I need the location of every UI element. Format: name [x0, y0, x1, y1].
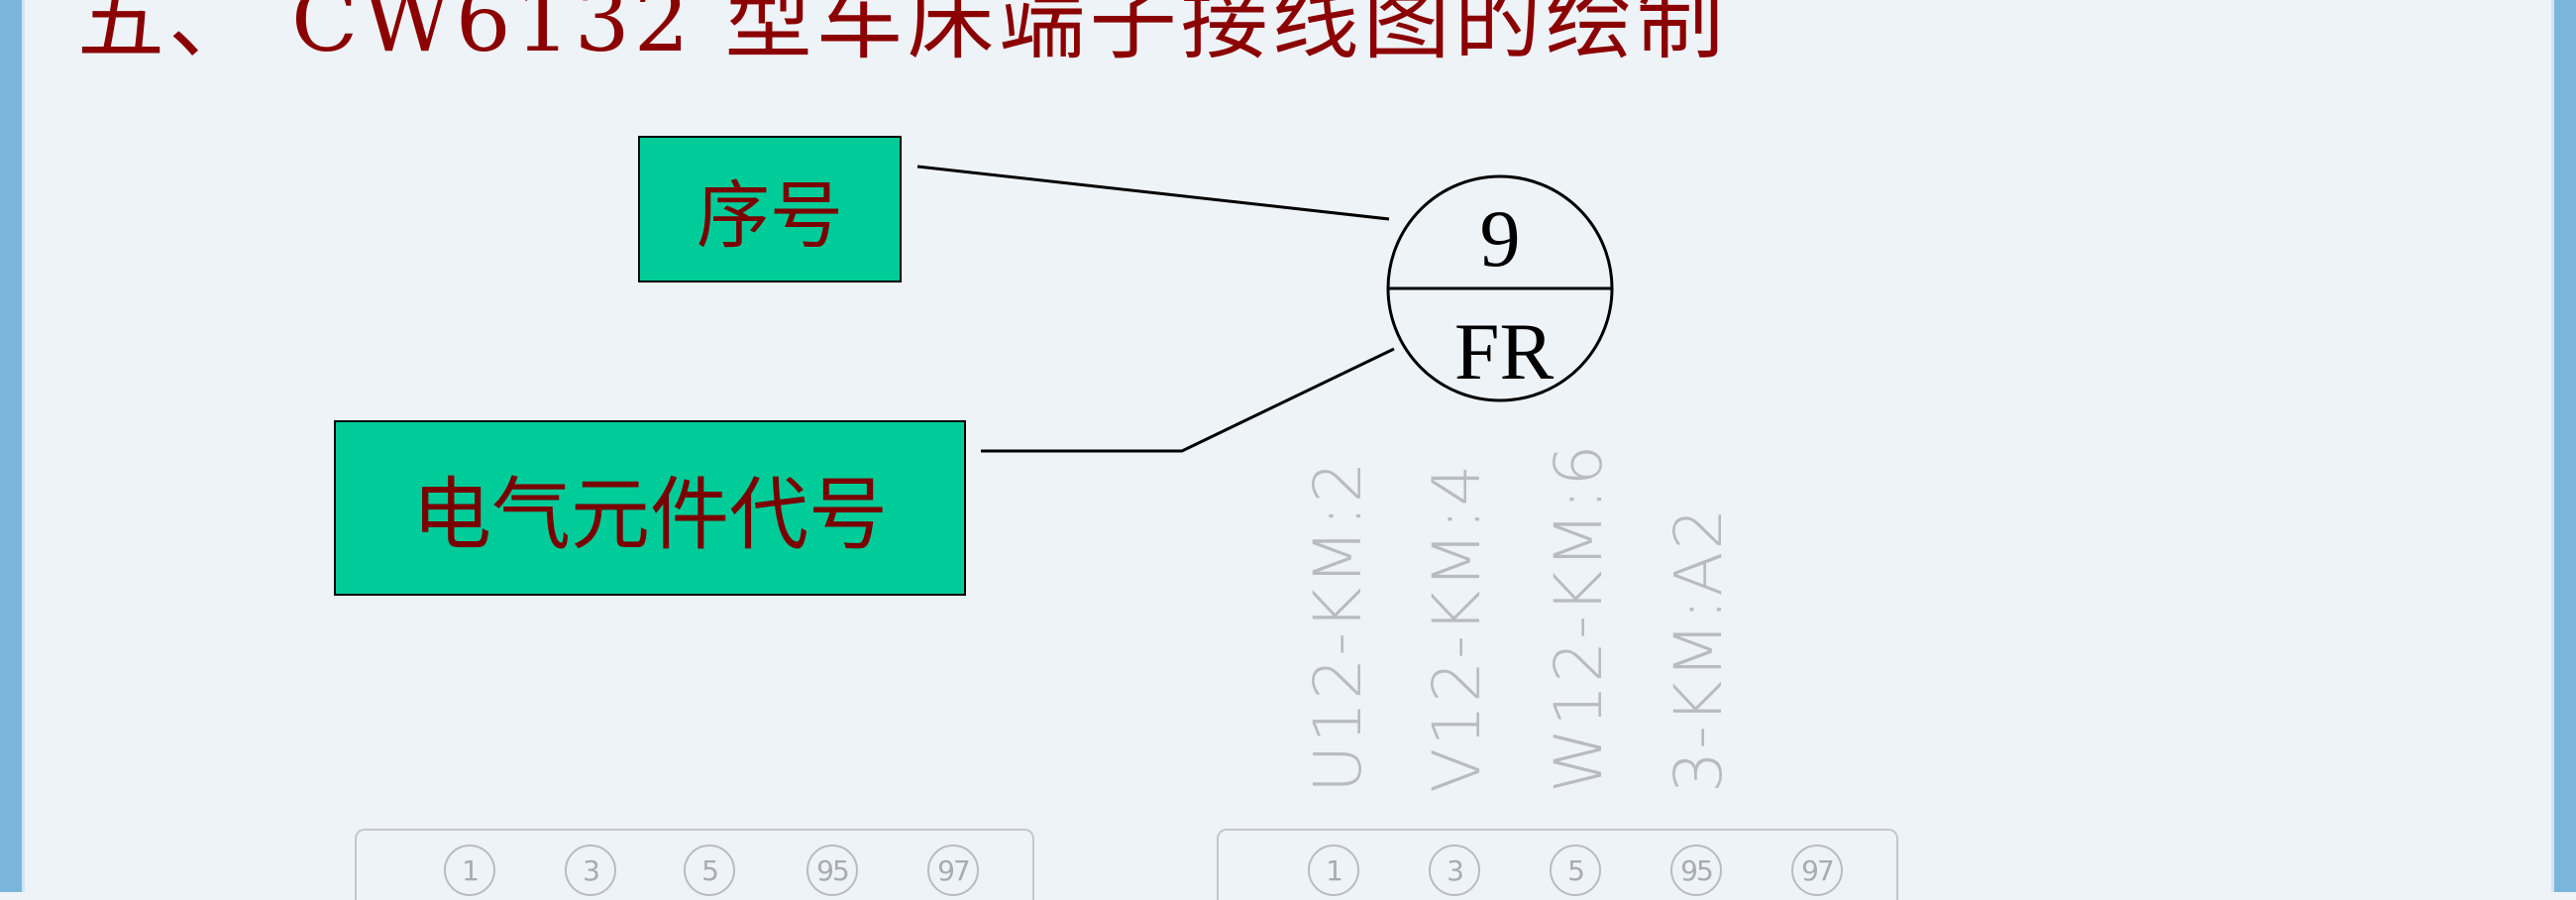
wire-label-w12: W12-KM:6: [1541, 442, 1617, 793]
terminal-strip-left: 1 3 5 95 97: [355, 829, 1034, 900]
slide-frame-left-inner: [22, 0, 25, 892]
callout-component-code: 电气元件代号: [334, 420, 966, 596]
terminal-97: 97: [927, 844, 979, 896]
callout-component-code-text: 电气元件代号: [412, 468, 888, 561]
terminal-3: 3: [565, 844, 616, 896]
slide-frame-right-inner: [2551, 0, 2554, 892]
terminal-strip-right: 1 3 5 95 97: [1217, 829, 1898, 900]
callout-sequence-number: 序号: [638, 136, 902, 282]
leader-line-sequence: [916, 165, 1390, 221]
symbol-number: 9: [1480, 193, 1521, 283]
wire-label-v12: V12-KM:4: [1419, 462, 1495, 793]
slide-frame-right: [2554, 0, 2576, 892]
wire-label-u12: U12-KM:2: [1300, 459, 1376, 793]
terminal-1: 1: [444, 844, 495, 896]
leader-line-code: [981, 347, 1395, 453]
slide-title: 五、 CW6132 型车床端子接线图的绘制: [77, 0, 1728, 71]
terminal-95: 95: [806, 844, 858, 896]
terminal-95: 95: [1670, 844, 1722, 896]
symbol-code: FR: [1454, 306, 1555, 396]
slide-frame-left: [0, 0, 22, 892]
wire-label-3: 3-KM:A2: [1661, 506, 1737, 793]
terminal-1: 1: [1308, 844, 1359, 896]
terminal-5: 5: [1550, 844, 1601, 896]
terminal-5: 5: [684, 844, 735, 896]
terminal-97: 97: [1791, 844, 1843, 896]
callout-sequence-text: 序号: [697, 172, 843, 259]
terminal-3: 3: [1429, 844, 1480, 896]
